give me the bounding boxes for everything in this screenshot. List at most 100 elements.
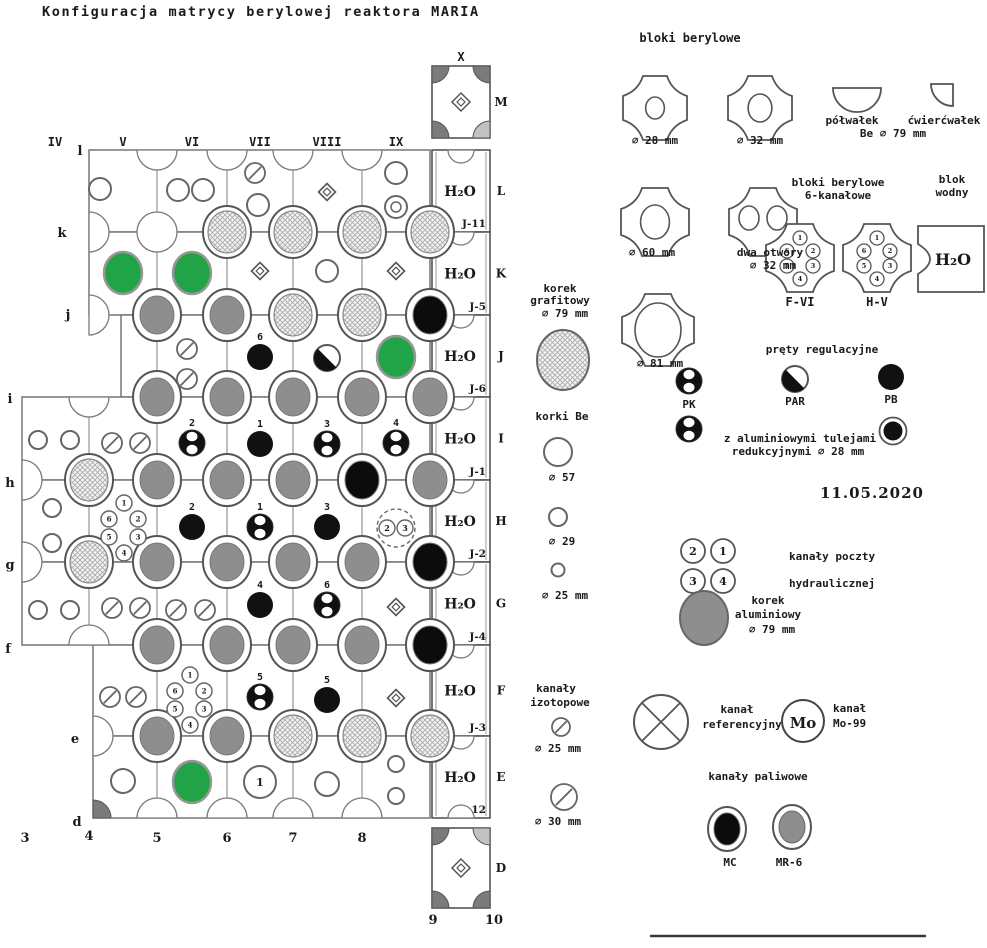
svg-text:J-1: J-1 (468, 466, 486, 478)
icon-ring (387, 755, 405, 773)
icon-ring (550, 562, 566, 578)
icon-pk: 4 (382, 418, 410, 457)
svg-text:redukcyjnymi ⌀ 28 mm: redukcyjnymi ⌀ 28 mm (732, 445, 865, 458)
legend-icon-circ (781, 699, 825, 743)
svg-text:⌀ 81 mm: ⌀ 81 mm (637, 357, 684, 370)
icon-m6 (202, 453, 252, 507)
icon-sl (129, 432, 151, 454)
icon-dia (317, 182, 337, 202)
legend-icon-pring: 4 (710, 568, 736, 594)
icon-m6 (337, 535, 387, 589)
legend-icon-sl (551, 717, 571, 737)
icon-green (171, 759, 213, 805)
svg-text:5: 5 (785, 262, 790, 270)
icon-m6 (132, 453, 182, 507)
svg-text:4: 4 (122, 549, 127, 558)
icon-dring (384, 195, 408, 219)
svg-text:4: 4 (719, 575, 727, 588)
icon-m6 (405, 370, 455, 424)
icon-sl (165, 599, 187, 621)
svg-text:4: 4 (188, 721, 193, 730)
icon-dia (386, 597, 406, 617)
svg-text:H₂O: H₂O (444, 184, 476, 200)
svg-text:4: 4 (84, 829, 93, 844)
svg-text:j: j (65, 308, 71, 323)
svg-text:kanały paliwowe: kanały paliwowe (708, 770, 808, 783)
icon-pb: 4 (247, 580, 273, 618)
svg-text:5: 5 (324, 675, 330, 686)
svg-text:referencyjny: referencyjny (702, 718, 782, 731)
legend-icon-cross (621, 293, 695, 367)
svg-text:H₂O: H₂O (444, 432, 476, 448)
svg-text:Mo: Mo (790, 714, 817, 732)
svg-text:1: 1 (798, 234, 803, 242)
icon-g (268, 205, 318, 259)
legend-icon-ring (548, 507, 568, 527)
icon-ring (88, 177, 112, 201)
icon-sl (101, 597, 123, 619)
legend-icon-hatchc (536, 329, 590, 391)
svg-text:3: 3 (689, 575, 697, 588)
icon-pk (675, 367, 703, 395)
svg-text:⌀ 57: ⌀ 57 (549, 471, 576, 484)
svg-text:1: 1 (188, 671, 193, 680)
svg-text:2: 2 (689, 545, 697, 558)
svg-text:3: 3 (324, 419, 330, 430)
svg-text:E: E (496, 770, 505, 784)
svg-text:G: G (496, 597, 506, 611)
svg-text:l: l (78, 144, 83, 159)
svg-text:VI: VI (185, 135, 199, 149)
icon-m6 (268, 618, 318, 672)
svg-text:7: 7 (288, 831, 297, 846)
svg-text:Mo-99: Mo-99 (833, 717, 866, 730)
svg-text:blok: blok (939, 173, 966, 186)
svg-text:grafitowy: grafitowy (530, 294, 590, 307)
svg-text:4: 4 (257, 580, 263, 591)
svg-text:⌀ 32 mm: ⌀ 32 mm (750, 259, 797, 272)
block-M (431, 65, 491, 139)
svg-text:H₂O: H₂O (444, 267, 476, 283)
icon-ring (246, 193, 270, 217)
svg-text:f: f (5, 642, 12, 657)
icon-g (337, 288, 387, 342)
svg-text:5: 5 (862, 262, 867, 270)
svg-text:2: 2 (189, 418, 195, 429)
icon-ring (110, 768, 136, 794)
svg-text:6: 6 (862, 247, 867, 255)
icon-pk: 1 (246, 502, 274, 541)
icon-mc (337, 453, 387, 507)
icon-dia (386, 261, 406, 281)
svg-text:kanały poczty: kanały poczty (789, 550, 875, 563)
svg-text:J-2: J-2 (468, 548, 486, 560)
icon-pk (675, 415, 703, 443)
svg-text:PAR: PAR (785, 395, 805, 408)
svg-text:korek: korek (543, 282, 576, 295)
icon-g (337, 709, 387, 763)
svg-text:6: 6 (222, 831, 231, 846)
legend-icon-xc (633, 694, 689, 750)
svg-text:PB: PB (884, 393, 898, 406)
svg-text:⌀ 60 mm: ⌀ 60 mm (629, 246, 676, 259)
icon-ring (28, 430, 48, 450)
svg-text:MR-6: MR-6 (776, 856, 803, 869)
svg-text:5: 5 (257, 672, 263, 683)
svg-text:K: K (496, 267, 507, 281)
icon-pk: 5 (246, 672, 274, 711)
icon-m6 (337, 370, 387, 424)
icon-pk: 6 (313, 580, 341, 619)
legend-icon-pk (675, 367, 703, 395)
svg-text:IV: IV (48, 135, 62, 149)
icon-sl (194, 599, 216, 621)
icon-m6 (337, 618, 387, 672)
svg-text:k: k (57, 226, 67, 241)
svg-text:bloki berylowe: bloki berylowe (639, 31, 740, 45)
svg-text:J-6: J-6 (468, 383, 486, 395)
icon-pk: 3 (313, 419, 341, 458)
svg-text:⌀ 30 mm: ⌀ 30 mm (535, 815, 582, 828)
